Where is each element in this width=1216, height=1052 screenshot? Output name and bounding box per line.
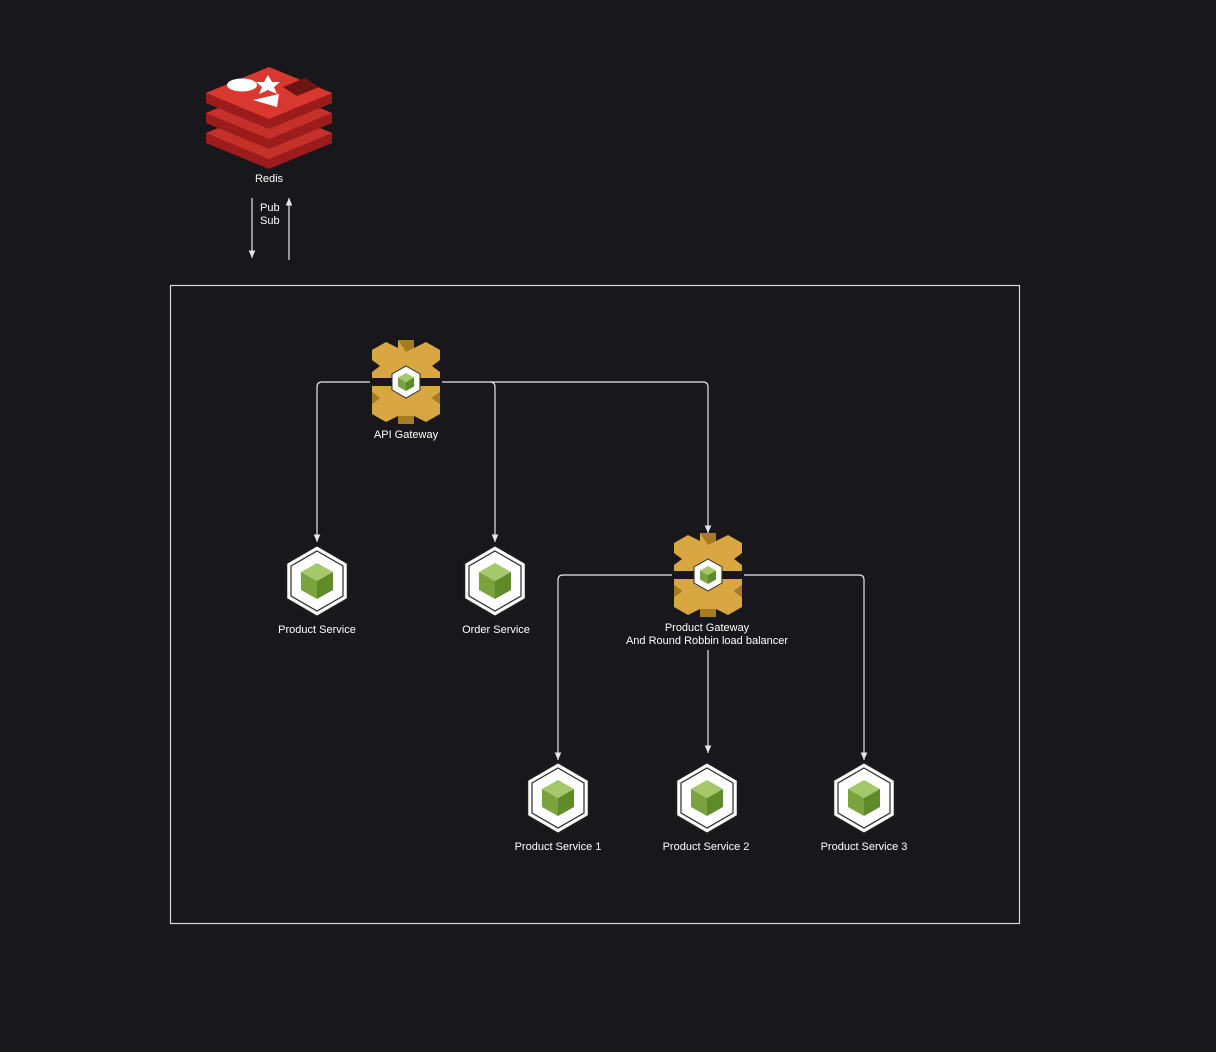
cluster-boundary [169, 284, 1021, 925]
redis-logo-icon[interactable] [206, 67, 332, 169]
product-service-1-label: Product Service 1 [514, 841, 602, 853]
product-gateway-subtitle: And Round Robbin load balancer [625, 635, 789, 647]
product-service-3-label: Product Service 3 [820, 841, 908, 853]
product-service-3-icon[interactable] [831, 760, 897, 836]
edge-product-gateway-to-product-service-1[interactable] [554, 574, 674, 760]
pub-label: Pub [260, 202, 280, 214]
product-service-2-icon[interactable] [674, 760, 740, 836]
order-service-label: Order Service [462, 624, 530, 636]
product-gateway-title: Product Gateway [664, 622, 750, 634]
product-service-label: Product Service [278, 624, 356, 636]
api-gateway-label: API Gateway [373, 429, 439, 441]
product-service-2-label: Product Service 2 [662, 841, 750, 853]
pubsub-label: Pub Sub [260, 202, 280, 228]
edge-api-gateway-to-order-service[interactable] [440, 381, 499, 542]
product-gateway-icon[interactable] [671, 532, 745, 618]
product-service-1-icon[interactable] [525, 760, 591, 836]
product-service-icon[interactable] [284, 543, 350, 619]
api-gateway-icon[interactable] [369, 339, 443, 425]
edge-product-gateway-to-product-service-3[interactable] [742, 574, 868, 760]
redis-label: Redis [254, 173, 284, 185]
product-gateway-label: Product Gateway And Round Robbin load ba… [626, 622, 788, 648]
edge-api-gateway-to-product-gateway[interactable] [490, 381, 712, 533]
edge-api-gateway-to-product-service[interactable] [313, 381, 372, 542]
sub-label: Sub [260, 215, 280, 227]
order-service-icon[interactable] [462, 543, 528, 619]
